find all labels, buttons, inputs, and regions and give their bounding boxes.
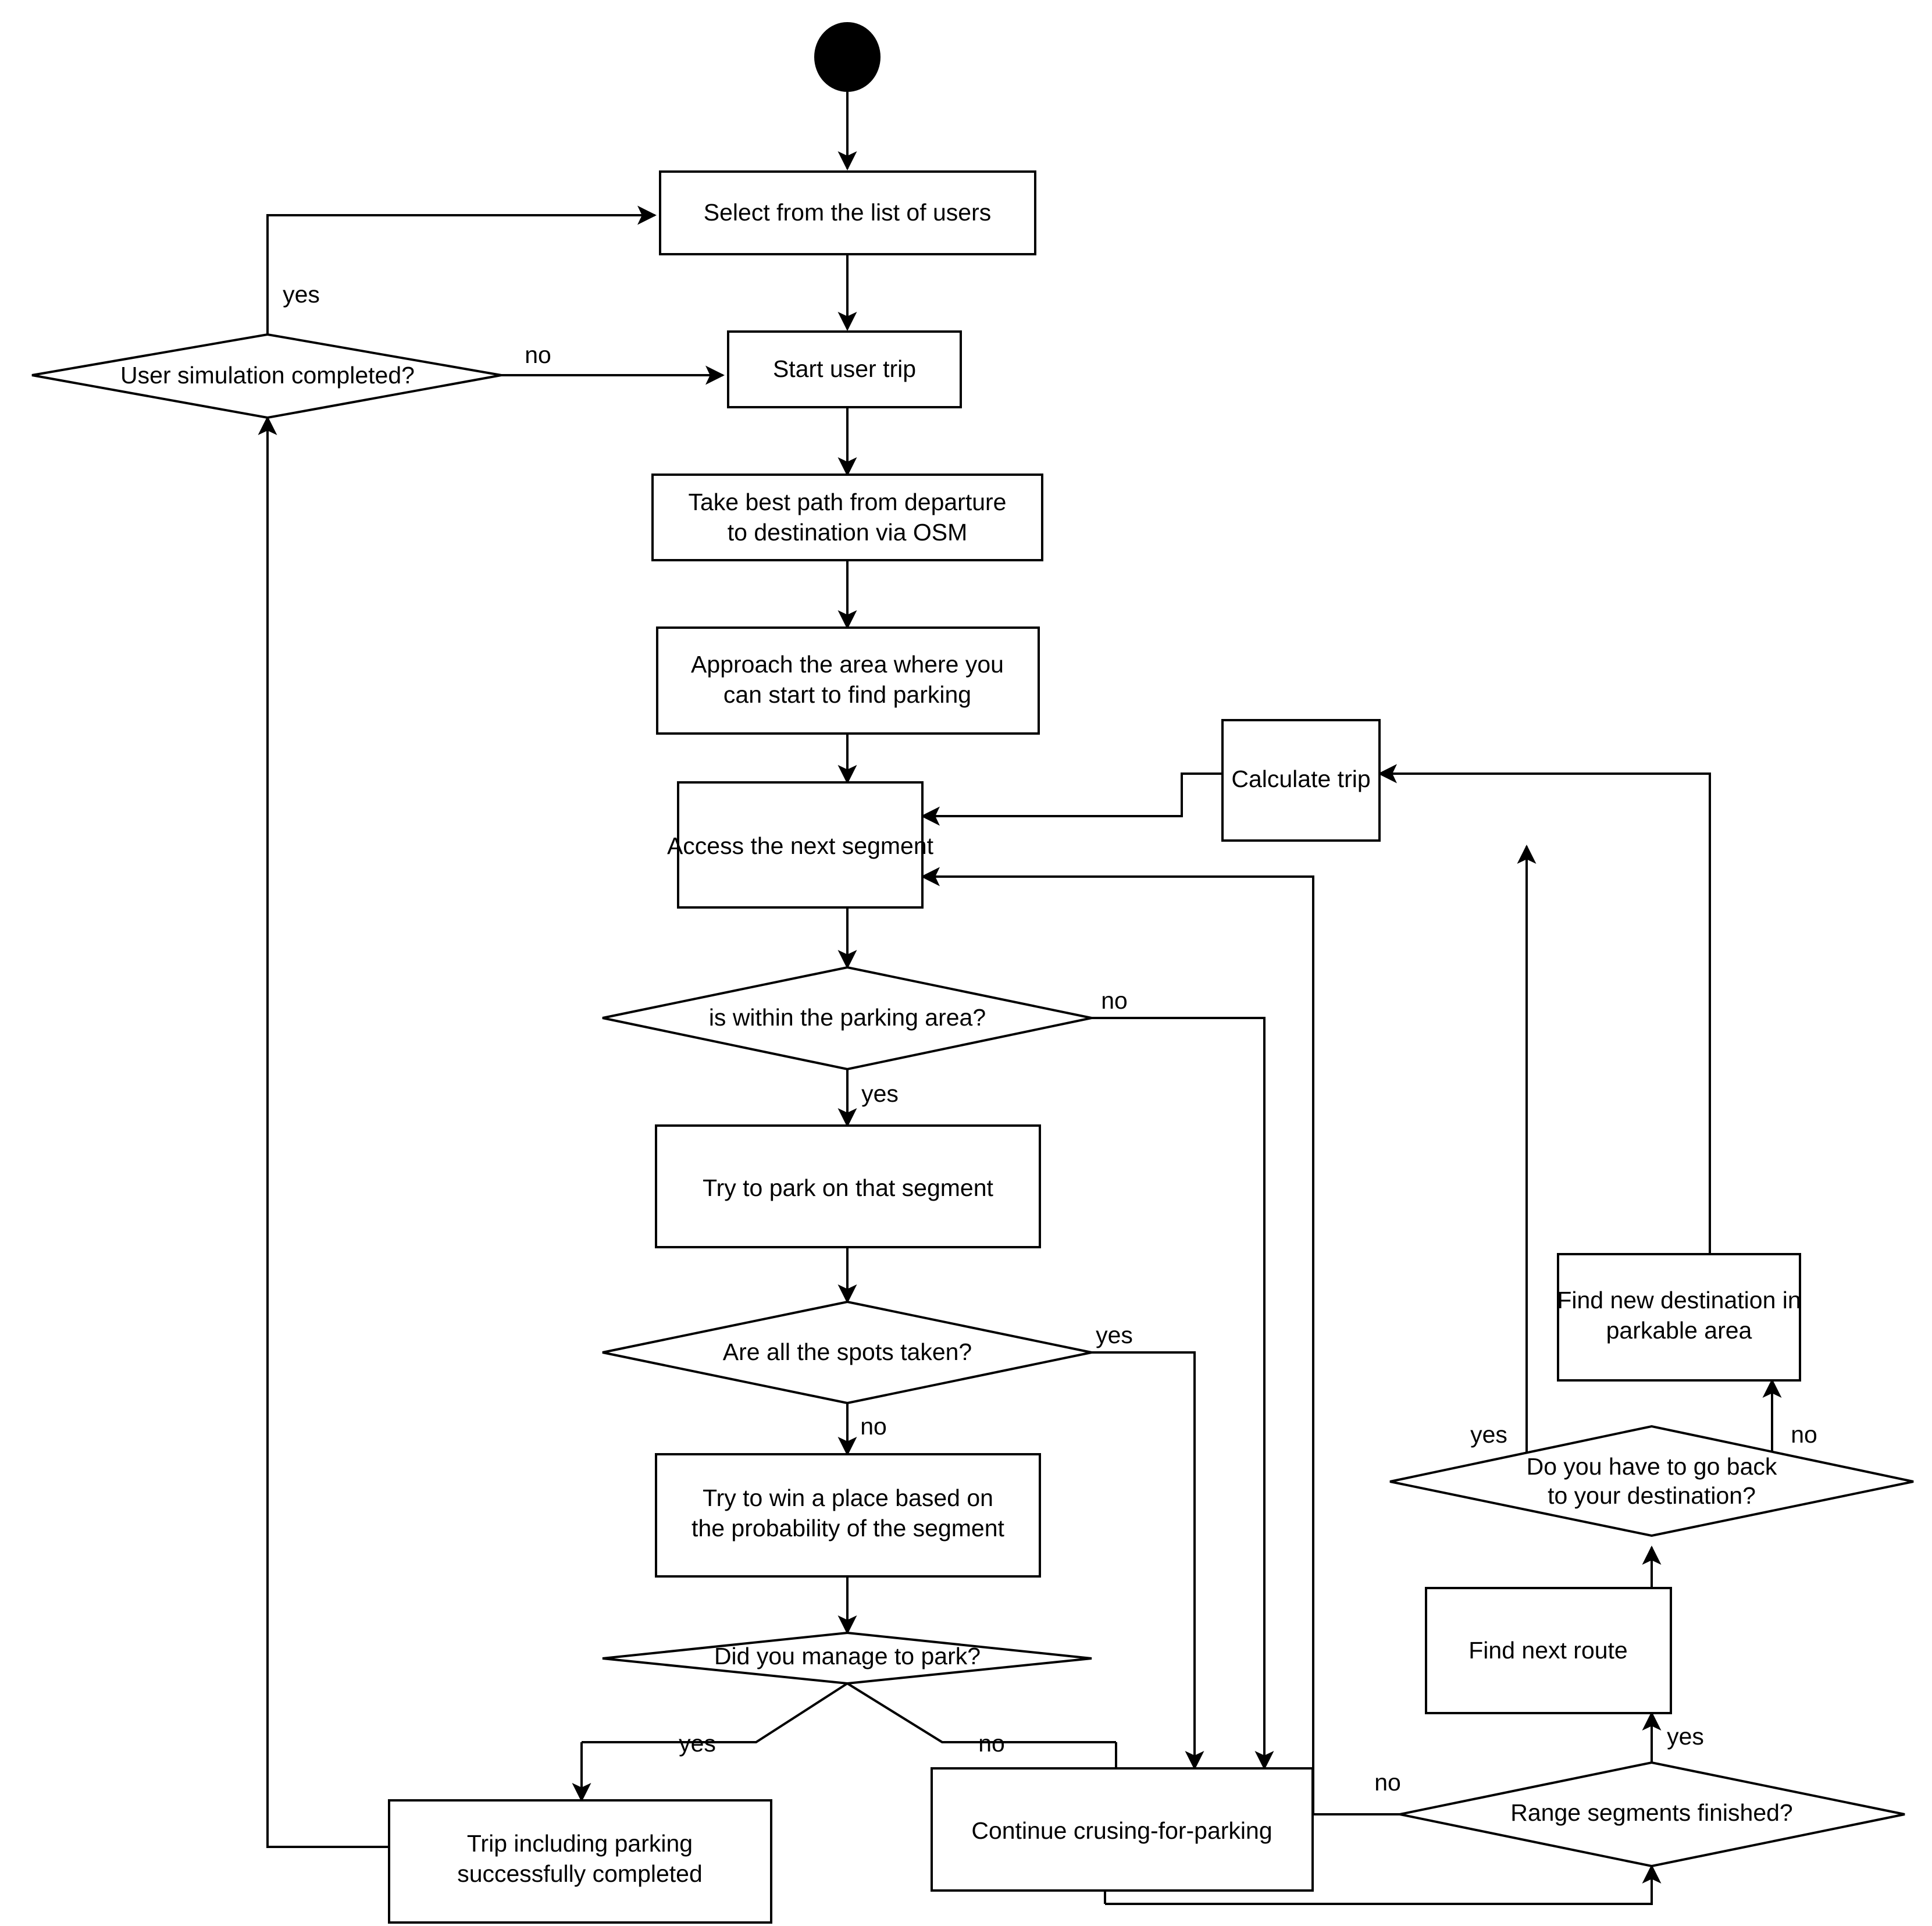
node-are-all-spots-taken-label: Are all the spots taken? xyxy=(723,1338,972,1365)
node-approach-parking-area-label-line2: can start to find parking xyxy=(723,681,971,708)
edge-label-go-back-yes: yes xyxy=(1470,1421,1507,1448)
edge-label-range-finished-no: no xyxy=(1374,1769,1401,1796)
node-range-segments-finished xyxy=(1399,1761,1905,1868)
node-try-win-place-label-line2: the probability of the segment xyxy=(691,1515,1004,1541)
node-try-win-place xyxy=(655,1453,1041,1578)
node-do-you-have-to-go-back-label-line1: Do you have to go back xyxy=(1527,1453,1777,1480)
node-try-park-on-segment xyxy=(655,1124,1041,1248)
node-select-users xyxy=(659,170,1036,255)
edge-spots-taken-yes-to-continue-cruising xyxy=(1068,1351,1204,1770)
edge-within-area-no-to-continue-cruising xyxy=(1068,1017,1274,1770)
node-access-next-segment-label: Access the next segment xyxy=(667,832,934,859)
node-trip-successfully-completed-label-line1: Trip including parking xyxy=(467,1830,693,1857)
node-calculate-trip xyxy=(1221,719,1381,842)
node-take-best-path-label-line2: to destination via OSM xyxy=(728,519,967,546)
edge-label-range-finished-yes: yes xyxy=(1667,1723,1704,1750)
edge-range-finished-no-to-access-segment xyxy=(921,867,1441,1815)
node-do-you-have-to-go-back-label-line2: to your destination? xyxy=(1548,1482,1756,1509)
node-did-you-manage-to-park xyxy=(602,1631,1092,1685)
node-find-new-destination-label-line2: parkable area xyxy=(1606,1317,1752,1344)
edge-label-spots-taken-yes: yes xyxy=(1096,1322,1133,1348)
node-find-new-destination xyxy=(1557,1253,1801,1382)
node-user-simulation-completed-label: User simulation completed? xyxy=(120,362,415,389)
node-range-segments-finished-label: Range segments finished? xyxy=(1510,1799,1792,1826)
node-continue-cruising-for-parking xyxy=(931,1767,1314,1892)
edge-did-park-yes-elbow xyxy=(582,1682,849,1743)
node-are-all-spots-taken xyxy=(602,1300,1092,1405)
edge-label-within-area-no: no xyxy=(1101,987,1128,1014)
edge-find-new-destination-to-calculate-trip xyxy=(1378,764,1711,1254)
edge-label-go-back-no: no xyxy=(1791,1421,1817,1448)
node-trip-successfully-completed xyxy=(388,1799,772,1924)
node-find-next-route-label: Find next route xyxy=(1468,1637,1628,1664)
edge-label-sim-completed-no: no xyxy=(525,341,551,368)
node-take-best-path xyxy=(651,474,1043,561)
edge-label-spots-taken-no: no xyxy=(860,1413,887,1440)
node-do-you-have-to-go-back xyxy=(1389,1425,1914,1537)
node-select-users-label: Select from the list of users xyxy=(704,199,991,226)
node-user-simulation-completed xyxy=(31,333,502,419)
edge-label-did-park-no: no xyxy=(978,1730,1005,1757)
edge-label-sim-completed-yes: yes xyxy=(283,281,320,308)
node-access-next-segment xyxy=(677,781,924,909)
edge-label-within-area-yes: yes xyxy=(861,1080,899,1107)
node-try-park-on-segment-label: Try to park on that segment xyxy=(703,1174,993,1201)
start-node xyxy=(814,22,881,92)
node-is-within-parking-area-label: is within the parking area? xyxy=(709,1004,986,1031)
node-approach-parking-area-label-line1: Approach the area where you xyxy=(691,651,1004,678)
node-find-next-route xyxy=(1425,1587,1672,1714)
node-find-new-destination-label-line1: Find new destination in xyxy=(1557,1287,1801,1313)
node-start-user-trip xyxy=(727,330,962,408)
node-calculate-trip-label: Calculate trip xyxy=(1231,766,1370,792)
edge-calculate-trip-to-access-segment xyxy=(921,772,1222,826)
node-trip-successfully-completed-label-line2: successfully completed xyxy=(457,1860,703,1887)
edge-did-park-no-elbow xyxy=(846,1682,1116,1743)
node-start-user-trip-label: Start user trip xyxy=(773,355,916,382)
node-continue-cruising-for-parking-label: Continue crusing-for-parking xyxy=(971,1817,1272,1844)
node-take-best-path-label-line1: Take best path from departure xyxy=(689,489,1007,515)
edge-trip-completed-to-sim-completed xyxy=(258,416,389,1848)
edge-sim-completed-yes-to-select-users xyxy=(266,205,657,334)
edge-continue-cruising-to-range-finished xyxy=(1105,1864,1662,1905)
node-try-win-place-label-line1: Try to win a place based on xyxy=(703,1484,993,1511)
edge-label-did-park-yes: yes xyxy=(679,1730,716,1757)
node-approach-parking-area xyxy=(656,626,1040,735)
node-did-you-manage-to-park-label: Did you manage to park? xyxy=(714,1643,981,1669)
node-is-within-parking-area xyxy=(602,966,1092,1071)
